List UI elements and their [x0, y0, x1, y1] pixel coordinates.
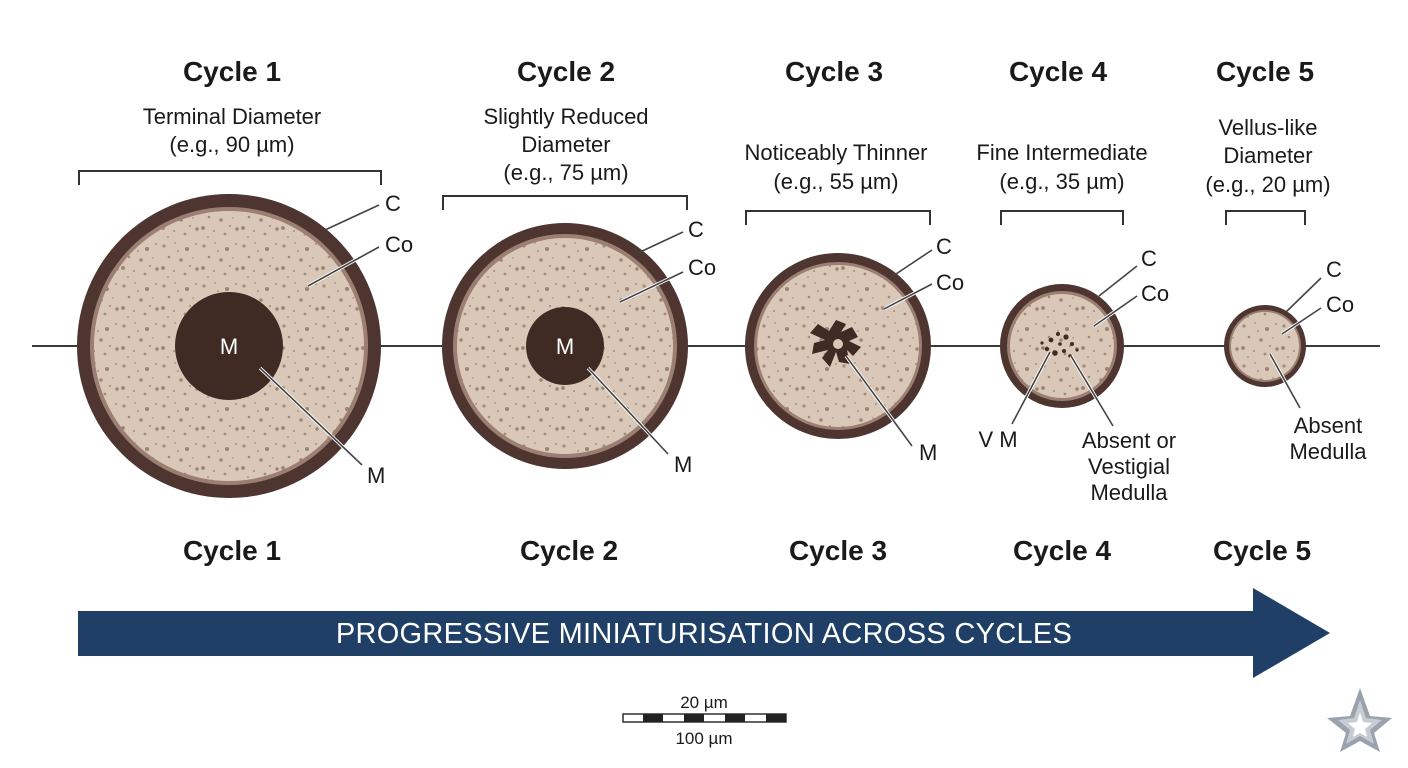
scale-bar-top-label: 20 µm — [680, 693, 728, 712]
progress-banner-arrow: PROGRESSIVE MINIATURISATION ACROSS CYCLE… — [78, 588, 1330, 678]
cycle-5-desc-line-1: Vellus-like — [1218, 115, 1317, 140]
cycle-1-group: Cycle 1 Terminal Diameter (e.g., 90 µm) … — [77, 56, 413, 566]
cycle-3-bracket — [745, 210, 931, 225]
cycle-5-title-top: Cycle 5 — [1216, 56, 1314, 87]
cycle-1-medulla-inner-label: M — [220, 334, 238, 359]
cycle-5-cortex-label: Co — [1326, 292, 1354, 317]
scale-bar-bottom-label: 100 µm — [675, 729, 732, 748]
scale-bar: 20 µm 100 µm — [622, 693, 787, 748]
cycle-5-group: Cycle 5 Vellus-like Diameter (e.g., 20 µ… — [1205, 56, 1367, 566]
cycle-4-cross-section — [1000, 284, 1124, 408]
cycle-4-note-line-1: Absent or — [1082, 428, 1176, 453]
cycle-2-group: Cycle 2 Slightly Reduced Diameter (e.g.,… — [442, 56, 716, 566]
cycle-5-note-line-1: Absent — [1294, 413, 1363, 438]
cycle-3-cuticle-label: C — [936, 234, 952, 259]
banner-arrow-shape — [78, 588, 1330, 678]
cycle-3-desc-line-1: Noticeably Thinner — [744, 140, 927, 165]
cycle-5-cuticle-label: C — [1326, 257, 1342, 282]
cycle-3-fragmented-medulla — [810, 320, 861, 367]
cycle-2-title-top: Cycle 2 — [517, 56, 615, 87]
cycle-2-title-bottom: Cycle 2 — [520, 535, 618, 566]
cycle-2-medulla-inner-label: M — [556, 334, 574, 359]
cycle-4-desc-line-1: Fine Intermediate — [976, 140, 1147, 165]
cycle-2-medulla — [526, 307, 604, 385]
cycle-4-desc-line-2: (e.g., 35 µm) — [999, 169, 1124, 194]
cycle-1-cross-section — [77, 194, 381, 498]
cycle-5-cortex — [1231, 312, 1299, 380]
cycle-5-note-line-2: Medulla — [1289, 439, 1367, 464]
cycle-2-bracket — [442, 195, 688, 210]
cycle-3-group: Cycle 3 Noticeably Thinner (e.g., 55 µm)… — [744, 56, 964, 566]
cycle-3-medulla-outer-label: M — [919, 440, 937, 465]
cycle-3-title-top: Cycle 3 — [785, 56, 883, 87]
cycle-4-cortex — [1010, 294, 1114, 398]
cycle-4-group: Cycle 4 Fine Intermediate (e.g., 35 µm) — [976, 56, 1176, 566]
cycle-1-title-bottom: Cycle 1 — [183, 535, 281, 566]
cycle-4-bracket — [1000, 210, 1124, 225]
cycle-1-desc-line-1: Terminal Diameter — [143, 104, 322, 129]
cycle-5-desc-line-3: (e.g., 20 µm) — [1205, 172, 1330, 197]
cycle-2-desc-line-3: (e.g., 75 µm) — [503, 160, 628, 185]
cycle-5-cross-section — [1224, 305, 1306, 387]
cycle-5-desc-line-2: Diameter — [1223, 143, 1312, 168]
cycle-5-bracket — [1225, 210, 1306, 225]
cycle-3-desc-line-2: (e.g., 55 µm) — [773, 169, 898, 194]
cycle-3-cortex-label: Co — [936, 270, 964, 295]
cycle-4-title-top: Cycle 4 — [1009, 56, 1107, 87]
cycle-5-title-bottom: Cycle 5 — [1213, 535, 1311, 566]
cycle-2-cuticle-label: C — [688, 217, 704, 242]
cycle-1-desc-line-2: (e.g., 90 µm) — [169, 132, 294, 157]
banner-text: PROGRESSIVE MINIATURISATION ACROSS CYCLE… — [336, 618, 1072, 650]
cycle-2-desc-line-2: Diameter — [521, 132, 610, 157]
cycle-1-cuticle-label: C — [385, 191, 401, 216]
cycle-1-bracket — [78, 170, 382, 185]
cycle-1-medulla — [175, 292, 283, 400]
cycle-4-note-line-2: Vestigial — [1088, 454, 1170, 479]
cycle-2-desc-line-1: Slightly Reduced — [483, 104, 648, 129]
cycle-1-title-top: Cycle 1 — [183, 56, 281, 87]
cycle-4-note-line-3: Medulla — [1090, 480, 1168, 505]
cycle-3-cross-section — [745, 253, 931, 439]
star-icon — [1327, 688, 1392, 752]
cycle-1-medulla-outer-label: M — [367, 463, 385, 488]
cycle-1-cortex-label: Co — [385, 232, 413, 257]
cycle-4-cortex-label: Co — [1141, 281, 1169, 306]
cycle-3-title-bottom: Cycle 3 — [789, 535, 887, 566]
cycle-4-vestigial-medulla-label: V M — [978, 427, 1017, 452]
cycle-4-title-bottom: Cycle 4 — [1013, 535, 1111, 566]
cycle-2-medulla-outer-label: M — [674, 452, 692, 477]
cycle-2-cortex-label: Co — [688, 255, 716, 280]
cycle-4-cuticle-label: C — [1141, 246, 1157, 271]
